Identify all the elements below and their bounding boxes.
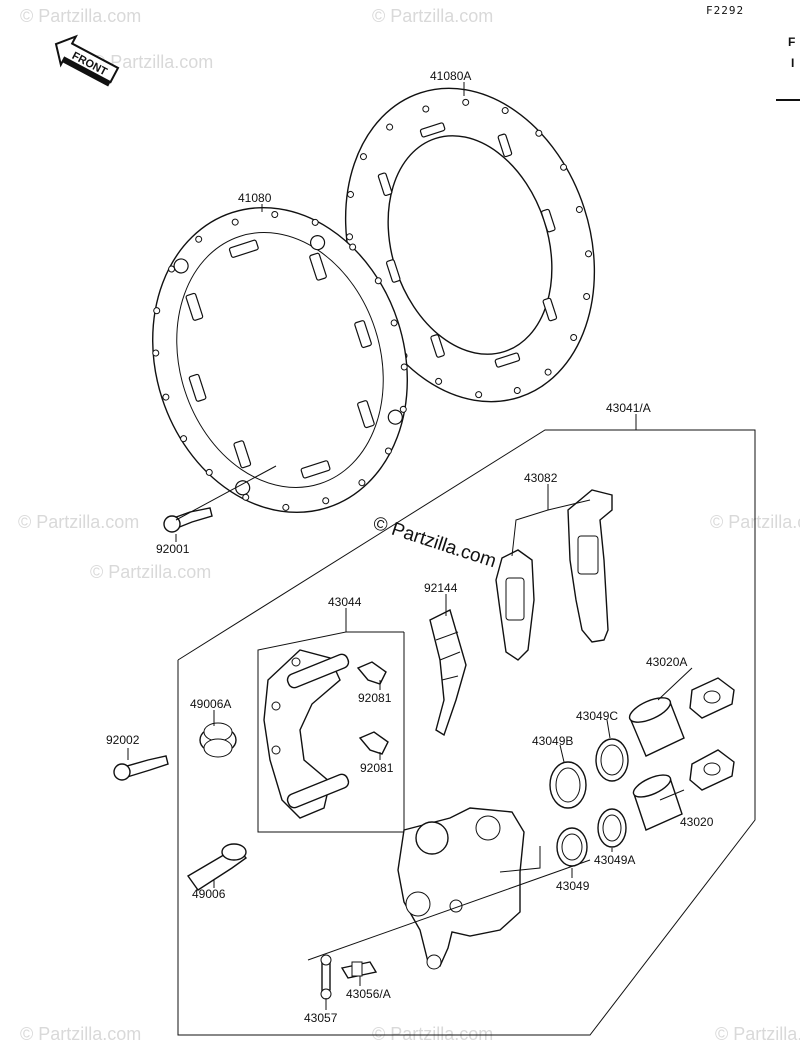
callout-41080: 41080 bbox=[238, 191, 272, 205]
callout-92002: 92002 bbox=[106, 733, 140, 747]
mounting-bolt bbox=[113, 755, 169, 781]
brake-pad-inner bbox=[495, 549, 535, 661]
clip-lower bbox=[358, 731, 389, 755]
seal-c bbox=[595, 738, 629, 782]
pad-spring bbox=[429, 608, 467, 737]
callout-92081-upper: 92081 bbox=[358, 691, 392, 705]
seal-a bbox=[597, 808, 627, 848]
piston-upper bbox=[628, 697, 685, 757]
disc-bolt bbox=[163, 507, 213, 533]
seal-b bbox=[549, 761, 587, 809]
figure-code: F2292 bbox=[706, 4, 744, 17]
leader-lines bbox=[127, 82, 693, 1010]
callout-43049: 43049 bbox=[556, 879, 590, 893]
disc-41080-slots bbox=[173, 235, 403, 496]
slide-pin bbox=[186, 843, 248, 891]
brake-pad-outer bbox=[567, 489, 613, 643]
callout-43049c: 43049C bbox=[576, 709, 618, 723]
callout-49006a: 49006A bbox=[190, 697, 231, 711]
clip-upper bbox=[356, 661, 387, 685]
callout-92081-lower: 92081 bbox=[360, 761, 394, 775]
bleeder-cap bbox=[320, 954, 332, 1000]
callout-43056a: 43056/A bbox=[346, 987, 391, 1001]
callout-43020a: 43020A bbox=[646, 655, 687, 669]
watermark-bottom-right: © Partzilla.com bbox=[715, 1024, 800, 1044]
callout-41080a: 41080A bbox=[430, 69, 471, 83]
callout-43049a: 43049A bbox=[594, 853, 635, 867]
callout-43041a: 43041/A bbox=[606, 401, 651, 415]
watermark-top-left: © Partzilla.com bbox=[20, 6, 141, 26]
callout-43057: 43057 bbox=[304, 1011, 338, 1025]
watermark-mid-left-2: © Partzilla.com bbox=[90, 562, 211, 582]
piston-holder-a bbox=[689, 677, 735, 719]
piston-holder bbox=[689, 749, 735, 791]
corner-letter-f: F bbox=[788, 35, 795, 49]
disc-41080a-slots bbox=[377, 122, 558, 368]
caliper-assembly-frame bbox=[177, 429, 756, 1036]
callout-43049b: 43049B bbox=[532, 734, 573, 748]
caliper-body bbox=[397, 807, 525, 970]
seal bbox=[556, 827, 588, 867]
corner-letter-i: I bbox=[791, 56, 794, 70]
callout-49006: 49006 bbox=[192, 887, 226, 901]
callout-43020: 43020 bbox=[680, 815, 714, 829]
callout-labels: 41080A 41080 43041/A 43082 92144 43044 9… bbox=[106, 69, 714, 1025]
front-arrow-shadow bbox=[62, 57, 111, 87]
caliper-bracket bbox=[263, 649, 350, 819]
front-arrow-icon bbox=[54, 34, 120, 84]
watermark-bottom-center: © Partzilla.com bbox=[372, 1024, 493, 1044]
disc-41080 bbox=[152, 206, 408, 514]
watermark-center: © Partzilla.com bbox=[370, 513, 498, 573]
watermark-top-center: © Partzilla.com bbox=[372, 6, 493, 26]
callout-43082: 43082 bbox=[524, 471, 558, 485]
watermark-mid-left: © Partzilla.com bbox=[18, 512, 139, 532]
piston-lower bbox=[632, 774, 683, 831]
callout-43044: 43044 bbox=[328, 595, 362, 609]
bleeder-valve bbox=[340, 961, 378, 979]
watermark-upper-left: © Partzilla.com bbox=[92, 52, 213, 72]
disc-41080-holes bbox=[152, 210, 408, 511]
dust-boot bbox=[199, 722, 237, 758]
callout-92144: 92144 bbox=[424, 581, 458, 595]
disc-41080a bbox=[344, 87, 596, 403]
watermark-bottom-left: © Partzilla.com bbox=[20, 1024, 141, 1044]
callout-92001: 92001 bbox=[156, 542, 190, 556]
